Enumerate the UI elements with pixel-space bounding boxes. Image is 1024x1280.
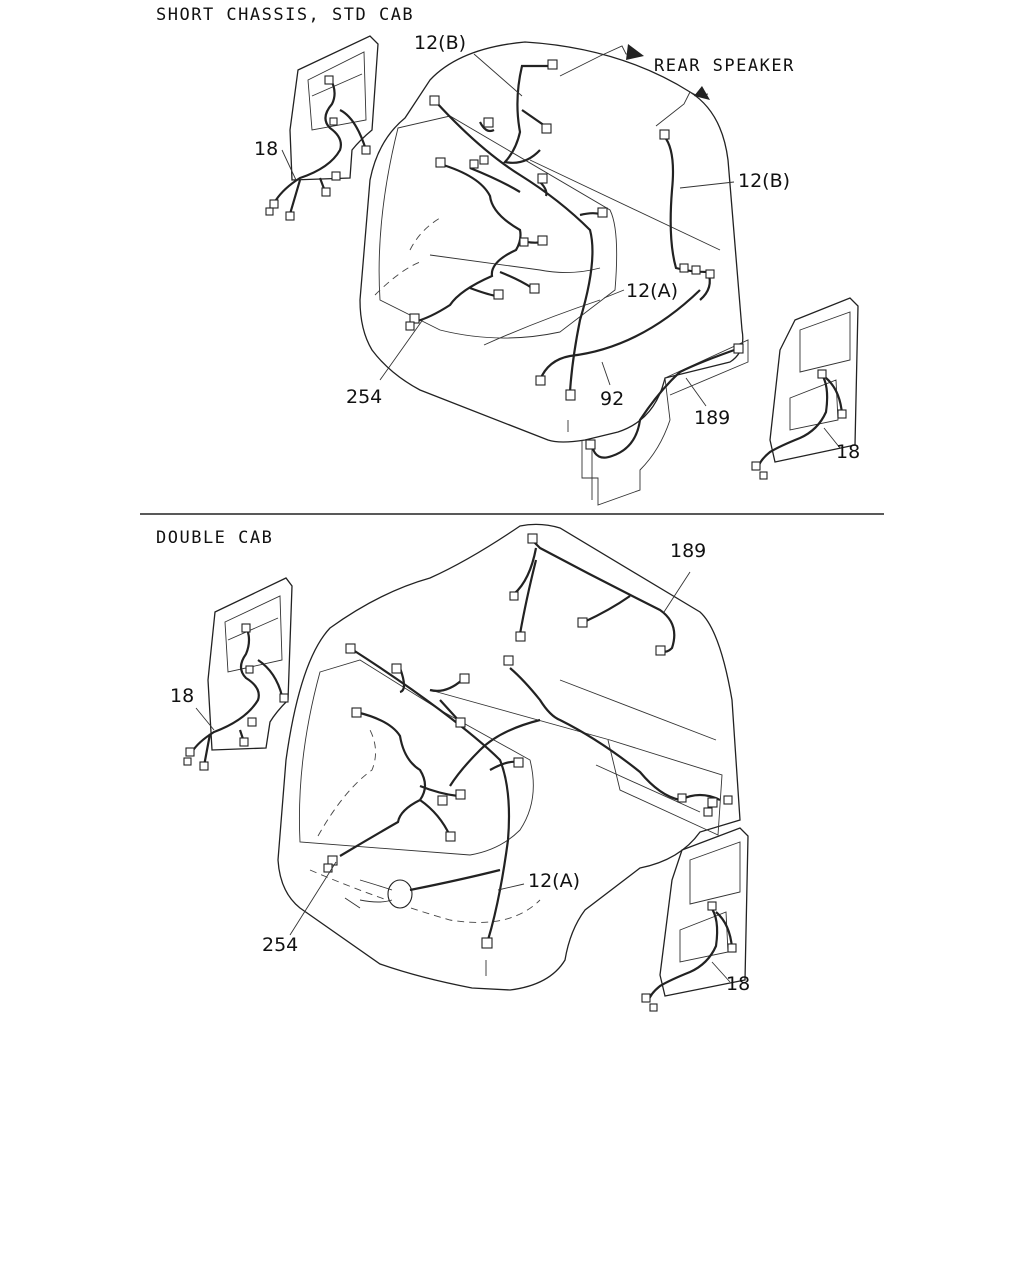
top-harness — [405, 59, 744, 459]
bottom-cab-body — [277, 523, 741, 991]
top-view-heading: SHORT CHASSIS, STD CAB — [156, 5, 415, 25]
top-leaders — [281, 44, 841, 449]
top-callout-rear-speaker: REAR SPEAKER — [654, 56, 795, 76]
top-callout-254: 254 — [346, 386, 383, 408]
bottom-harness — [323, 533, 733, 949]
top-callout-12a: 12(A) — [626, 280, 678, 302]
bottom-left-door — [183, 577, 293, 771]
bottom-right-door — [641, 827, 749, 1012]
bottom-leaders — [195, 571, 731, 983]
top-callout-12b-top: 12(B) — [414, 32, 467, 54]
top-callout-18-right: 18 — [836, 441, 861, 463]
top-right-door — [751, 297, 859, 480]
bottom-callout-18-right: 18 — [726, 973, 751, 995]
bottom-callout-189: 189 — [670, 540, 707, 562]
bottom-callout-254: 254 — [262, 934, 299, 956]
bottom-view-heading: DOUBLE CAB — [156, 528, 274, 548]
bottom-callout-18-left: 18 — [170, 685, 195, 707]
top-callout-18-left: 18 — [254, 138, 279, 160]
top-left-door — [265, 35, 379, 221]
top-callout-92: 92 — [600, 388, 625, 410]
top-callout-189: 189 — [694, 407, 731, 429]
top-callout-12b-right: 12(B) — [738, 170, 791, 192]
top-cab-body — [359, 41, 749, 506]
bottom-callout-12a: 12(A) — [528, 870, 580, 892]
